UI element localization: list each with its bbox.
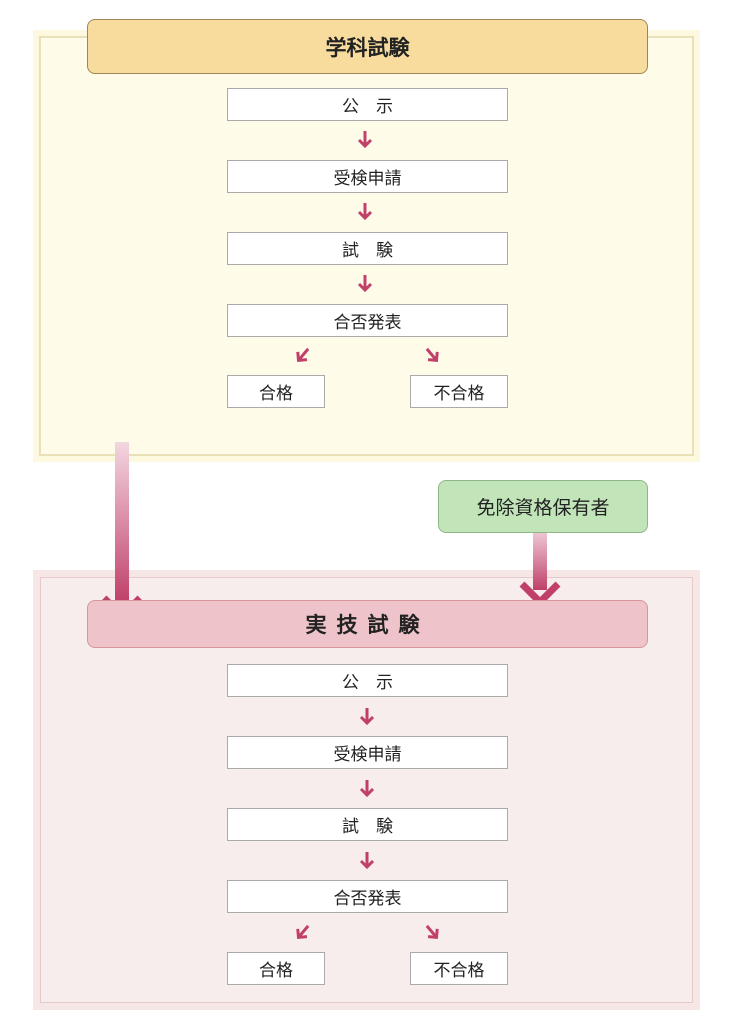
written-result-pass: 合格 — [227, 375, 325, 408]
written-exam-header: 学科試験 — [87, 19, 648, 74]
flow-arrow-big-left — [101, 442, 143, 621]
exempt-holder-box: 免除資格保有者 — [438, 480, 648, 533]
written-step-exam: 試 験 — [227, 232, 508, 265]
practical-exam-header: 実技試験 — [87, 600, 648, 648]
flow-arrow-exempt — [519, 526, 561, 607]
written-result-fail: 不合格 — [410, 375, 508, 408]
practical-step-announcement: 公 示 — [227, 664, 508, 697]
practical-step-application: 受検申請 — [227, 736, 508, 769]
written-step-announcement: 公 示 — [227, 88, 508, 121]
practical-step-exam: 試 験 — [227, 808, 508, 841]
practical-result-fail: 不合格 — [410, 952, 508, 985]
practical-result-pass: 合格 — [227, 952, 325, 985]
written-step-application: 受検申請 — [227, 160, 508, 193]
practical-step-results: 合否発表 — [227, 880, 508, 913]
written-step-results: 合否発表 — [227, 304, 508, 337]
